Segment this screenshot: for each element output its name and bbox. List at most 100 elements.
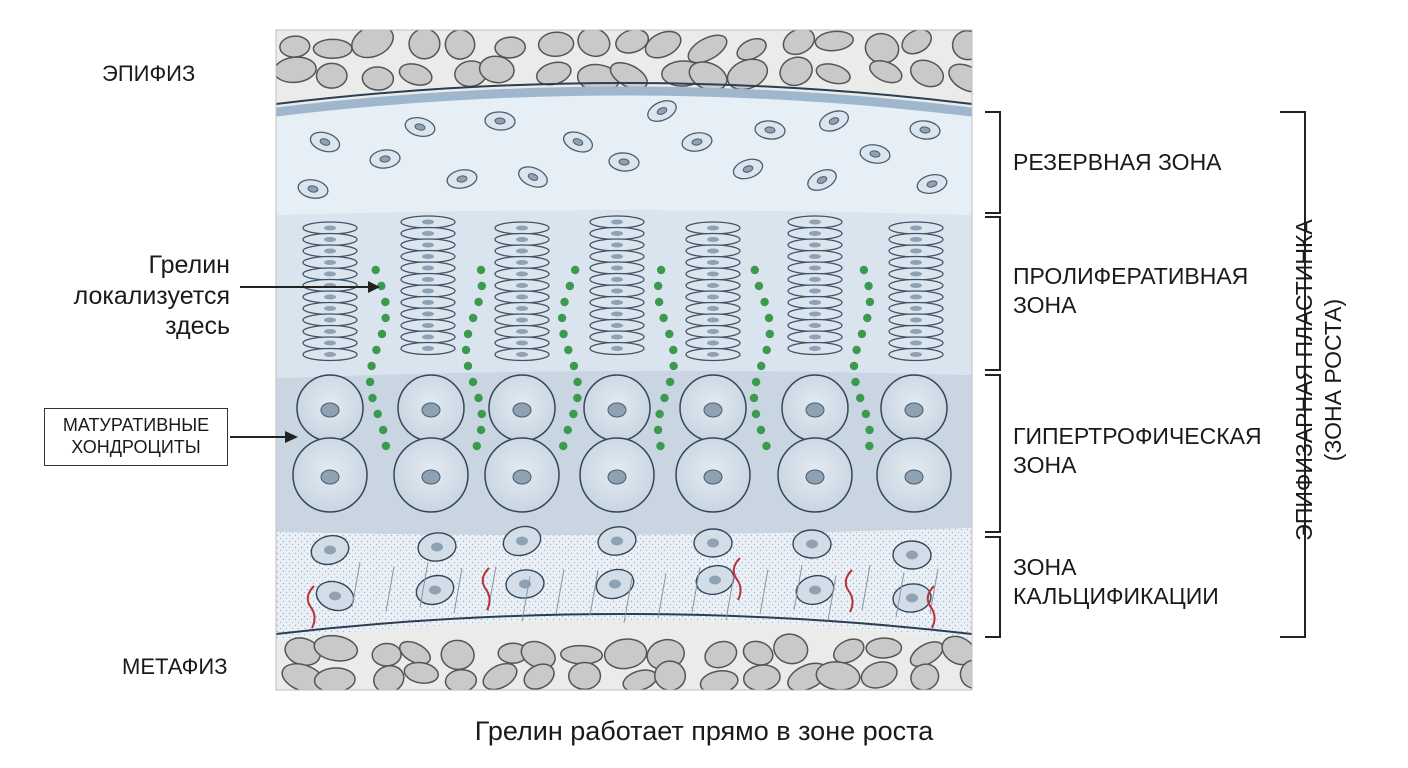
proliferative-cell-nucleus — [809, 346, 821, 351]
proliferative-cell-nucleus — [809, 242, 821, 248]
proliferative-cell-nucleus — [809, 334, 821, 340]
hypertrophic-zone-label: ГИПЕРТРОФИЧЕСКАЯ ЗОНА — [1013, 423, 1262, 478]
proliferative-cell-nucleus — [611, 300, 623, 305]
maturative-chondrocytes-label: МАТУРАТИВНЫЕ ХОНДРОЦИТЫ — [44, 408, 228, 466]
blood-vessel — [844, 569, 854, 613]
hypertrophic-cell-nucleus — [607, 402, 627, 418]
calcification-fiber — [453, 568, 463, 614]
calcification-fiber — [827, 575, 837, 621]
ghrelin-dot — [859, 265, 869, 275]
hypertrophic-cell-nucleus — [320, 469, 340, 485]
ghrelin-arrowhead — [368, 281, 380, 293]
proliferative-cell-nucleus — [707, 283, 719, 288]
proliferative-cell-nucleus — [422, 277, 434, 282]
proliferative-cell-nucleus — [324, 352, 336, 357]
proliferative-cell-nucleus — [707, 352, 719, 357]
ghrelin-dot — [655, 409, 664, 419]
metaphysis-label: МЕТАФИЗ — [122, 654, 228, 679]
proliferative-cell-nucleus — [809, 277, 821, 282]
proliferative-cell-nucleus — [611, 323, 623, 328]
proliferative-cell-nucleus — [422, 311, 434, 317]
proliferative-cell-nucleus — [809, 254, 821, 259]
proliferative-cell-nucleus — [422, 323, 434, 328]
reserve-cell-nucleus — [379, 155, 391, 163]
bone-trabecula — [860, 661, 898, 689]
bone-trabecula — [494, 36, 527, 59]
ghrelin-dot — [371, 265, 380, 275]
reserve-cell-nucleus — [656, 107, 668, 115]
calcification-cell-nucleus — [516, 536, 528, 546]
proliferative-cell-nucleus — [910, 294, 922, 300]
hypertrophic-chondrocytes — [292, 374, 952, 513]
bone-trabecula — [567, 661, 602, 690]
bone-trabecula — [276, 56, 317, 84]
bracket-reserve — [985, 111, 1001, 214]
calcification-cell-nucleus — [431, 542, 443, 552]
proliferative-cell-nucleus — [516, 352, 528, 357]
reserve-cell-nucleus — [926, 180, 938, 188]
ghrelin-dot — [864, 281, 873, 291]
ghrelin-dot — [865, 297, 875, 307]
calcification-cell-nucleus — [906, 550, 918, 560]
proliferative-cell-nucleus — [516, 340, 528, 346]
proliferative-cell-nucleus — [910, 340, 922, 346]
bone-trabecula — [814, 30, 854, 52]
bone-trabecula — [312, 38, 353, 60]
ghrelin-dot — [851, 377, 860, 387]
maturative-arrowhead — [285, 431, 298, 443]
blood-vessel — [732, 557, 742, 601]
bone-trabecula — [726, 58, 769, 91]
proliferative-cell-nucleus — [611, 254, 623, 259]
bone-trabecula — [704, 640, 738, 669]
ghrelin-dot — [665, 377, 675, 387]
ghrelin-dot — [378, 425, 388, 435]
hypertrophic-cell-nucleus — [512, 469, 532, 485]
hypertrophic-cell-nucleus — [703, 402, 723, 418]
caption: Грелин работает прямо в зоне роста — [474, 716, 934, 746]
ghrelin-dot — [477, 281, 486, 291]
calcification-cell-nucleus — [709, 575, 721, 585]
bone-trabecula — [901, 30, 932, 55]
ghrelin-dot — [559, 329, 568, 339]
proliferative-cell-nucleus — [611, 334, 623, 340]
ghrelin-dot — [477, 409, 486, 419]
proliferative-cell-nucleus — [324, 317, 336, 323]
ghrelin-dot — [468, 313, 478, 323]
proliferative-cell-nucleus — [611, 265, 623, 271]
bone-trabecula — [373, 665, 405, 690]
bone-trabecula — [869, 60, 903, 84]
proliferative-cell-nucleus — [324, 271, 336, 277]
proliferative-cell-nucleus — [707, 248, 719, 254]
proliferative-cell-nucleus — [324, 225, 336, 231]
ghrelin-dot — [653, 425, 663, 435]
bone-trabecula — [313, 634, 359, 662]
proliferative-cell-nucleus — [809, 323, 821, 328]
ghrelin-dot — [751, 409, 761, 419]
bone-trabecula — [909, 59, 945, 88]
bone-trabecula — [773, 633, 809, 665]
reserve-cell-nucleus — [456, 175, 468, 183]
calcification-fiber — [895, 572, 905, 618]
reserve-zone-edge — [276, 86, 972, 117]
ghrelin-dot — [463, 329, 473, 339]
growth-plate-label: ЭПИФИЗАРНАЯ ПЛАСТИНКА (ЗОНА РОСТА) — [1291, 219, 1346, 541]
calcification-fiber — [555, 569, 565, 615]
bracket-growth-plate — [1280, 111, 1306, 638]
bone-trabecula — [951, 30, 972, 61]
calcification-cell-nucleus — [611, 536, 623, 546]
bone-trabecula — [742, 664, 781, 690]
reserve-chondrocytes — [297, 100, 948, 199]
reserve-zone-label: РЕЗЕРВНАЯ ЗОНА — [1013, 149, 1222, 175]
hypertrophic-cell-nucleus — [607, 469, 627, 485]
bone-trabecula — [832, 638, 865, 664]
proliferative-cell-nucleus — [324, 340, 336, 346]
calcification-cell-nucleus — [707, 538, 719, 548]
bone-trabecula — [910, 663, 940, 690]
ghrelin-dot — [760, 297, 769, 307]
bone-trabecula — [399, 640, 431, 665]
bone-trabecula — [371, 642, 402, 667]
ghrelin-dot — [656, 441, 665, 451]
bone-trabecula — [654, 660, 687, 690]
ghrelin-dot — [751, 377, 761, 387]
